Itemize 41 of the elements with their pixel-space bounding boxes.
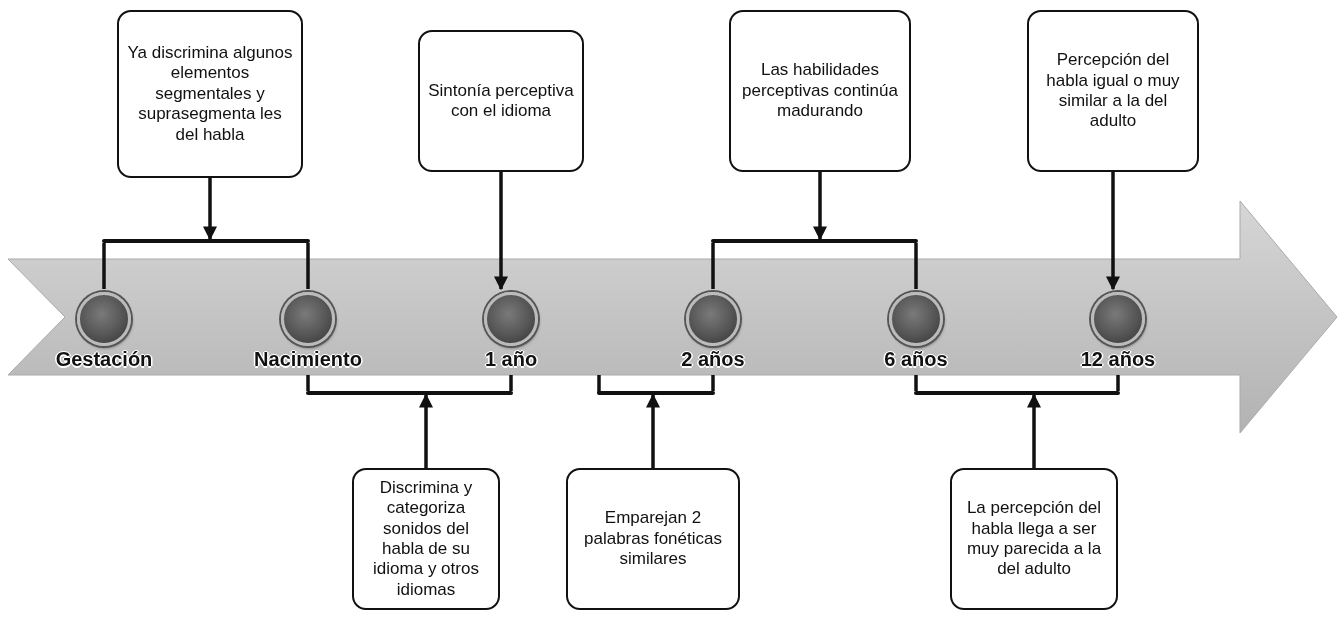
connector-line (711, 375, 715, 391)
arrow (813, 172, 827, 241)
bracket (597, 391, 715, 395)
box-text: Percepción del habla igual o muy similar a la del adulto (1045, 50, 1181, 132)
milestone-label: Gestación (55, 348, 153, 371)
text-box (1027, 10, 1199, 172)
arrow (494, 172, 508, 291)
arrow (203, 178, 217, 241)
arrow (1106, 172, 1120, 291)
connector-line (914, 243, 918, 289)
connector-line (102, 243, 106, 289)
milestone-label: 6 años (884, 348, 948, 371)
milestone-label: 1 año (484, 348, 538, 371)
connector-line (1116, 375, 1120, 391)
box-text: Sintonía perceptiva con el idioma (428, 80, 574, 122)
arrow (419, 393, 433, 468)
bracket (102, 239, 310, 243)
connector-line (306, 243, 310, 289)
box-text: La percepción del habla llega a ser muy parecida a la del adulto (965, 498, 1103, 580)
connector-line (914, 375, 918, 391)
text-box (117, 10, 303, 178)
milestone-label: Nacimiento (254, 348, 362, 371)
milestone-label: 12 años (1080, 348, 1156, 371)
connector-line (509, 375, 513, 391)
text-box (418, 30, 584, 172)
text-box (950, 468, 1118, 610)
milestone-label: 2 años (681, 348, 745, 371)
arrow (646, 393, 660, 468)
bracket (306, 391, 513, 395)
box-text: Las habilidades perceptivas continúa madurando (741, 60, 899, 122)
text-box (352, 468, 500, 610)
bracket (711, 239, 918, 243)
text-box (729, 10, 911, 172)
text-box (566, 468, 740, 610)
box-text: Discrimina y categoriza sonidos del habla de su idioma y otros idiomas (372, 477, 480, 601)
arrow (1027, 393, 1041, 468)
connector-line (306, 375, 310, 391)
box-text: Emparejan 2 palabras fonéticas similares (583, 508, 723, 570)
connector-line (711, 243, 715, 289)
bracket (914, 391, 1120, 395)
box-text: Ya discrimina algunos elementos segmentales y suprasegmenta les del habla (127, 43, 293, 145)
